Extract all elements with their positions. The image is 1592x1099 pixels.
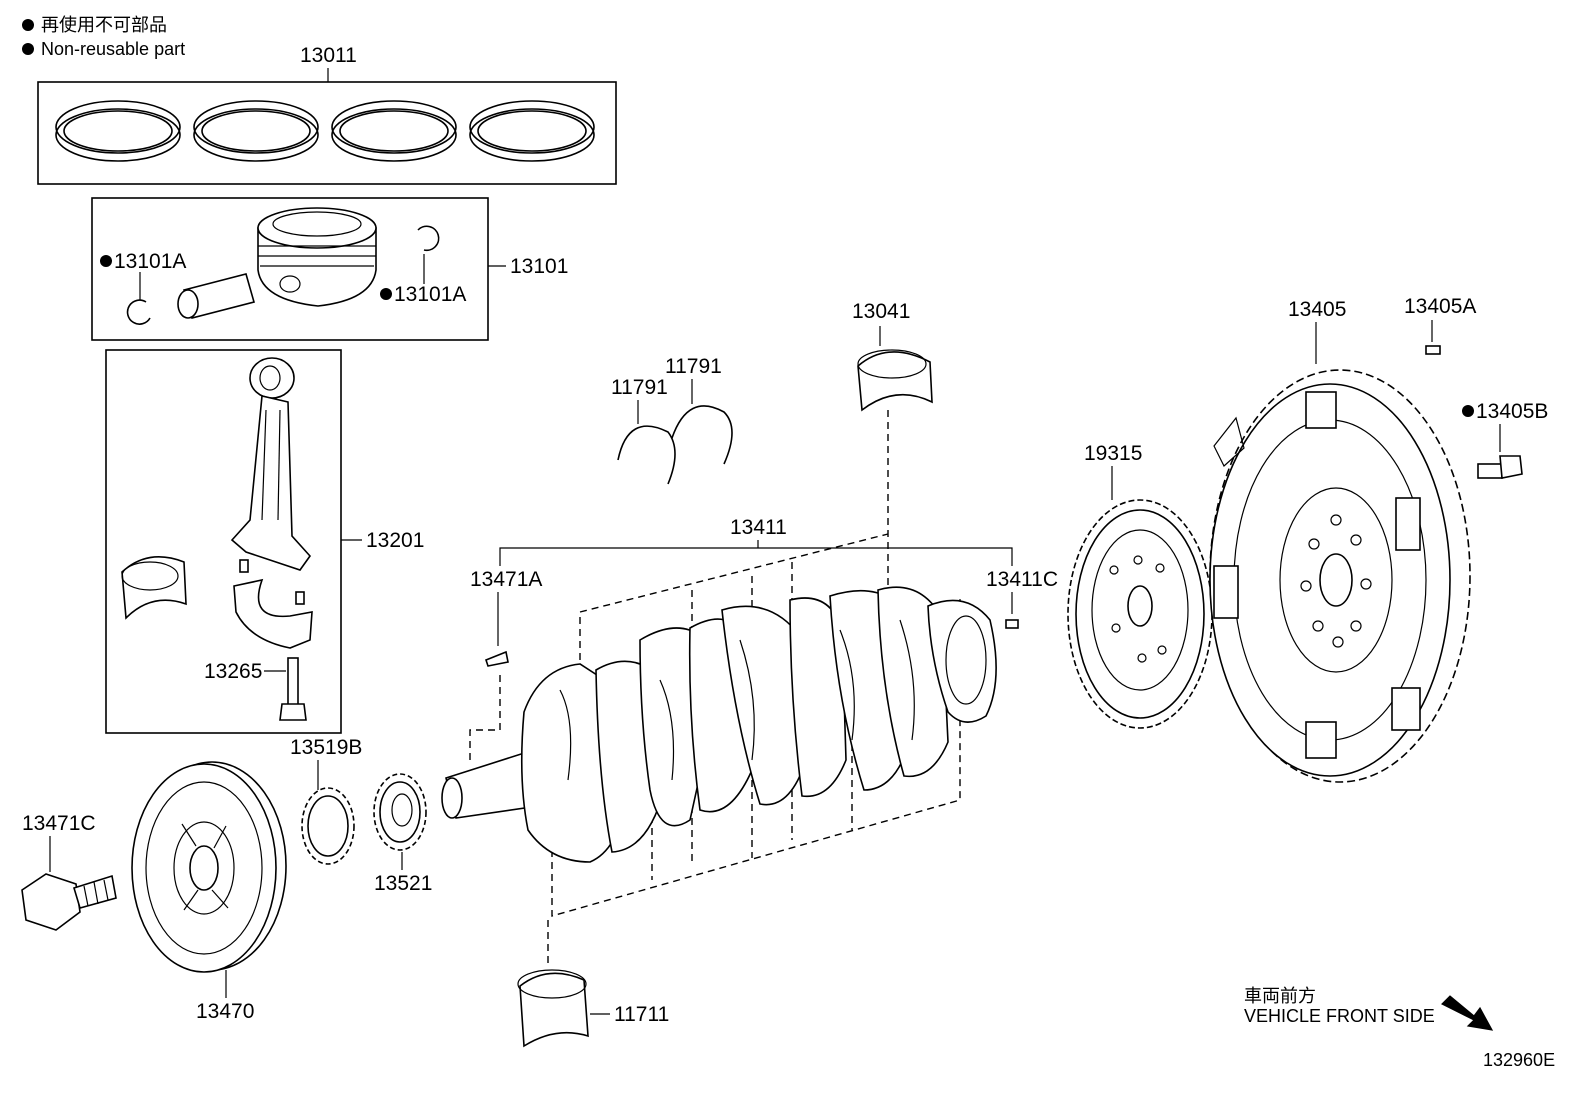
part-13519B-key[interactable]: 13519B: [290, 736, 362, 865]
label-13519B: 13519B: [290, 736, 362, 759]
label-13471C: 13471C: [22, 812, 96, 835]
label-13405: 13405: [1288, 298, 1346, 321]
part-13470-crank-pulley[interactable]: 13470: [131, 761, 287, 1023]
part-13041-bearing[interactable]: 13041: [852, 300, 933, 590]
label-13521: 13521: [374, 872, 432, 895]
legend: 再使用不可部品 Non-reusable part: [22, 15, 185, 59]
label-13101A-right: 13101A: [394, 283, 466, 306]
label-13041: 13041: [852, 300, 910, 323]
bolt-icon: [1477, 455, 1523, 479]
pulley-icon: [131, 761, 287, 973]
part-13011-piston-rings[interactable]: 13011: [37, 44, 617, 185]
label-11791-a: 11791: [611, 376, 668, 399]
rod-cap-icon: [233, 578, 313, 649]
piston-ring-icon: [193, 100, 319, 162]
bolt-icon: [21, 873, 117, 931]
part-13101-piston[interactable]: 13101 13101A 13101A: [91, 197, 568, 341]
diagram-id: 132960E: [1483, 1050, 1555, 1070]
snap-ring-icon: [417, 225, 440, 252]
rod-bolt-icon: [279, 657, 307, 721]
part-11791-thrust-washers[interactable]: 11791 11791: [611, 355, 733, 485]
legend-jp-text: 再使用不可部品: [41, 15, 167, 35]
label-19315: 19315: [1084, 442, 1142, 465]
part-13411-crankshaft[interactable]: 13411 13471A 13411C: [441, 516, 1058, 968]
flywheel-icon: [1209, 369, 1471, 783]
arrow-down-right-icon: [1440, 995, 1494, 1031]
vehicle-front-indicator: 車両前方 VEHICLE FRONT SIDE: [1244, 986, 1494, 1031]
front-en-text: VEHICLE FRONT SIDE: [1244, 1006, 1435, 1026]
non-reusable-bullet-icon: [380, 288, 392, 300]
gear-icon: [1067, 499, 1213, 729]
part-11711-bearing[interactable]: 11711: [517, 969, 669, 1048]
thrust-washer-icon: [617, 425, 676, 485]
label-13405A: 13405A: [1404, 295, 1476, 318]
part-13521-crank-sprocket[interactable]: 13521: [373, 773, 432, 895]
label-13201: 13201: [366, 529, 424, 552]
label-13265: 13265: [204, 660, 262, 683]
label-13101A-left: 13101A: [114, 250, 186, 273]
part-13201-connecting-rod[interactable]: 13201 13265: [105, 349, 424, 734]
sprocket-icon: [373, 773, 427, 851]
label-13405B: 13405B: [1476, 400, 1548, 423]
label-13471A: 13471A: [470, 568, 542, 591]
rod-bearing-icon: [121, 556, 187, 620]
legend-en-text: Non-reusable part: [41, 39, 185, 59]
piston-ring-icon: [55, 100, 181, 162]
bearing-shell-icon: [857, 349, 933, 412]
label-11711: 11711: [614, 1003, 669, 1026]
non-reusable-bullet-icon: [1462, 405, 1474, 417]
piston-pin-icon: [177, 273, 255, 319]
sprocket-icon: [301, 787, 355, 865]
label-11791-b: 11791: [665, 355, 722, 378]
piston-icon: [257, 207, 377, 307]
piston-ring-icon: [331, 100, 457, 162]
non-reusable-bullet-icon: [22, 19, 34, 31]
label-13470: 13470: [196, 1000, 254, 1023]
part-13405-flywheel[interactable]: 13405 13405A 13405B: [1209, 295, 1548, 783]
non-reusable-bullet-icon: [22, 43, 34, 55]
thrust-washer-icon: [671, 405, 733, 465]
snap-ring-icon: [126, 299, 151, 325]
label-13411C: 13411C: [986, 568, 1058, 591]
non-reusable-bullet-icon: [100, 255, 112, 267]
bearing-shell-icon: [517, 969, 589, 1048]
part-13471C-pulley-bolt[interactable]: 13471C: [21, 812, 117, 931]
connecting-rod-icon: [230, 357, 312, 571]
piston-ring-icon: [469, 100, 595, 162]
label-13011: 13011: [300, 44, 357, 67]
front-jp-text: 車両前方: [1244, 986, 1316, 1006]
label-13101: 13101: [510, 255, 568, 278]
part-19315-timing-rotor[interactable]: 19315: [1067, 442, 1213, 729]
label-13411: 13411: [730, 516, 787, 539]
crankshaft-icon: [441, 586, 997, 863]
